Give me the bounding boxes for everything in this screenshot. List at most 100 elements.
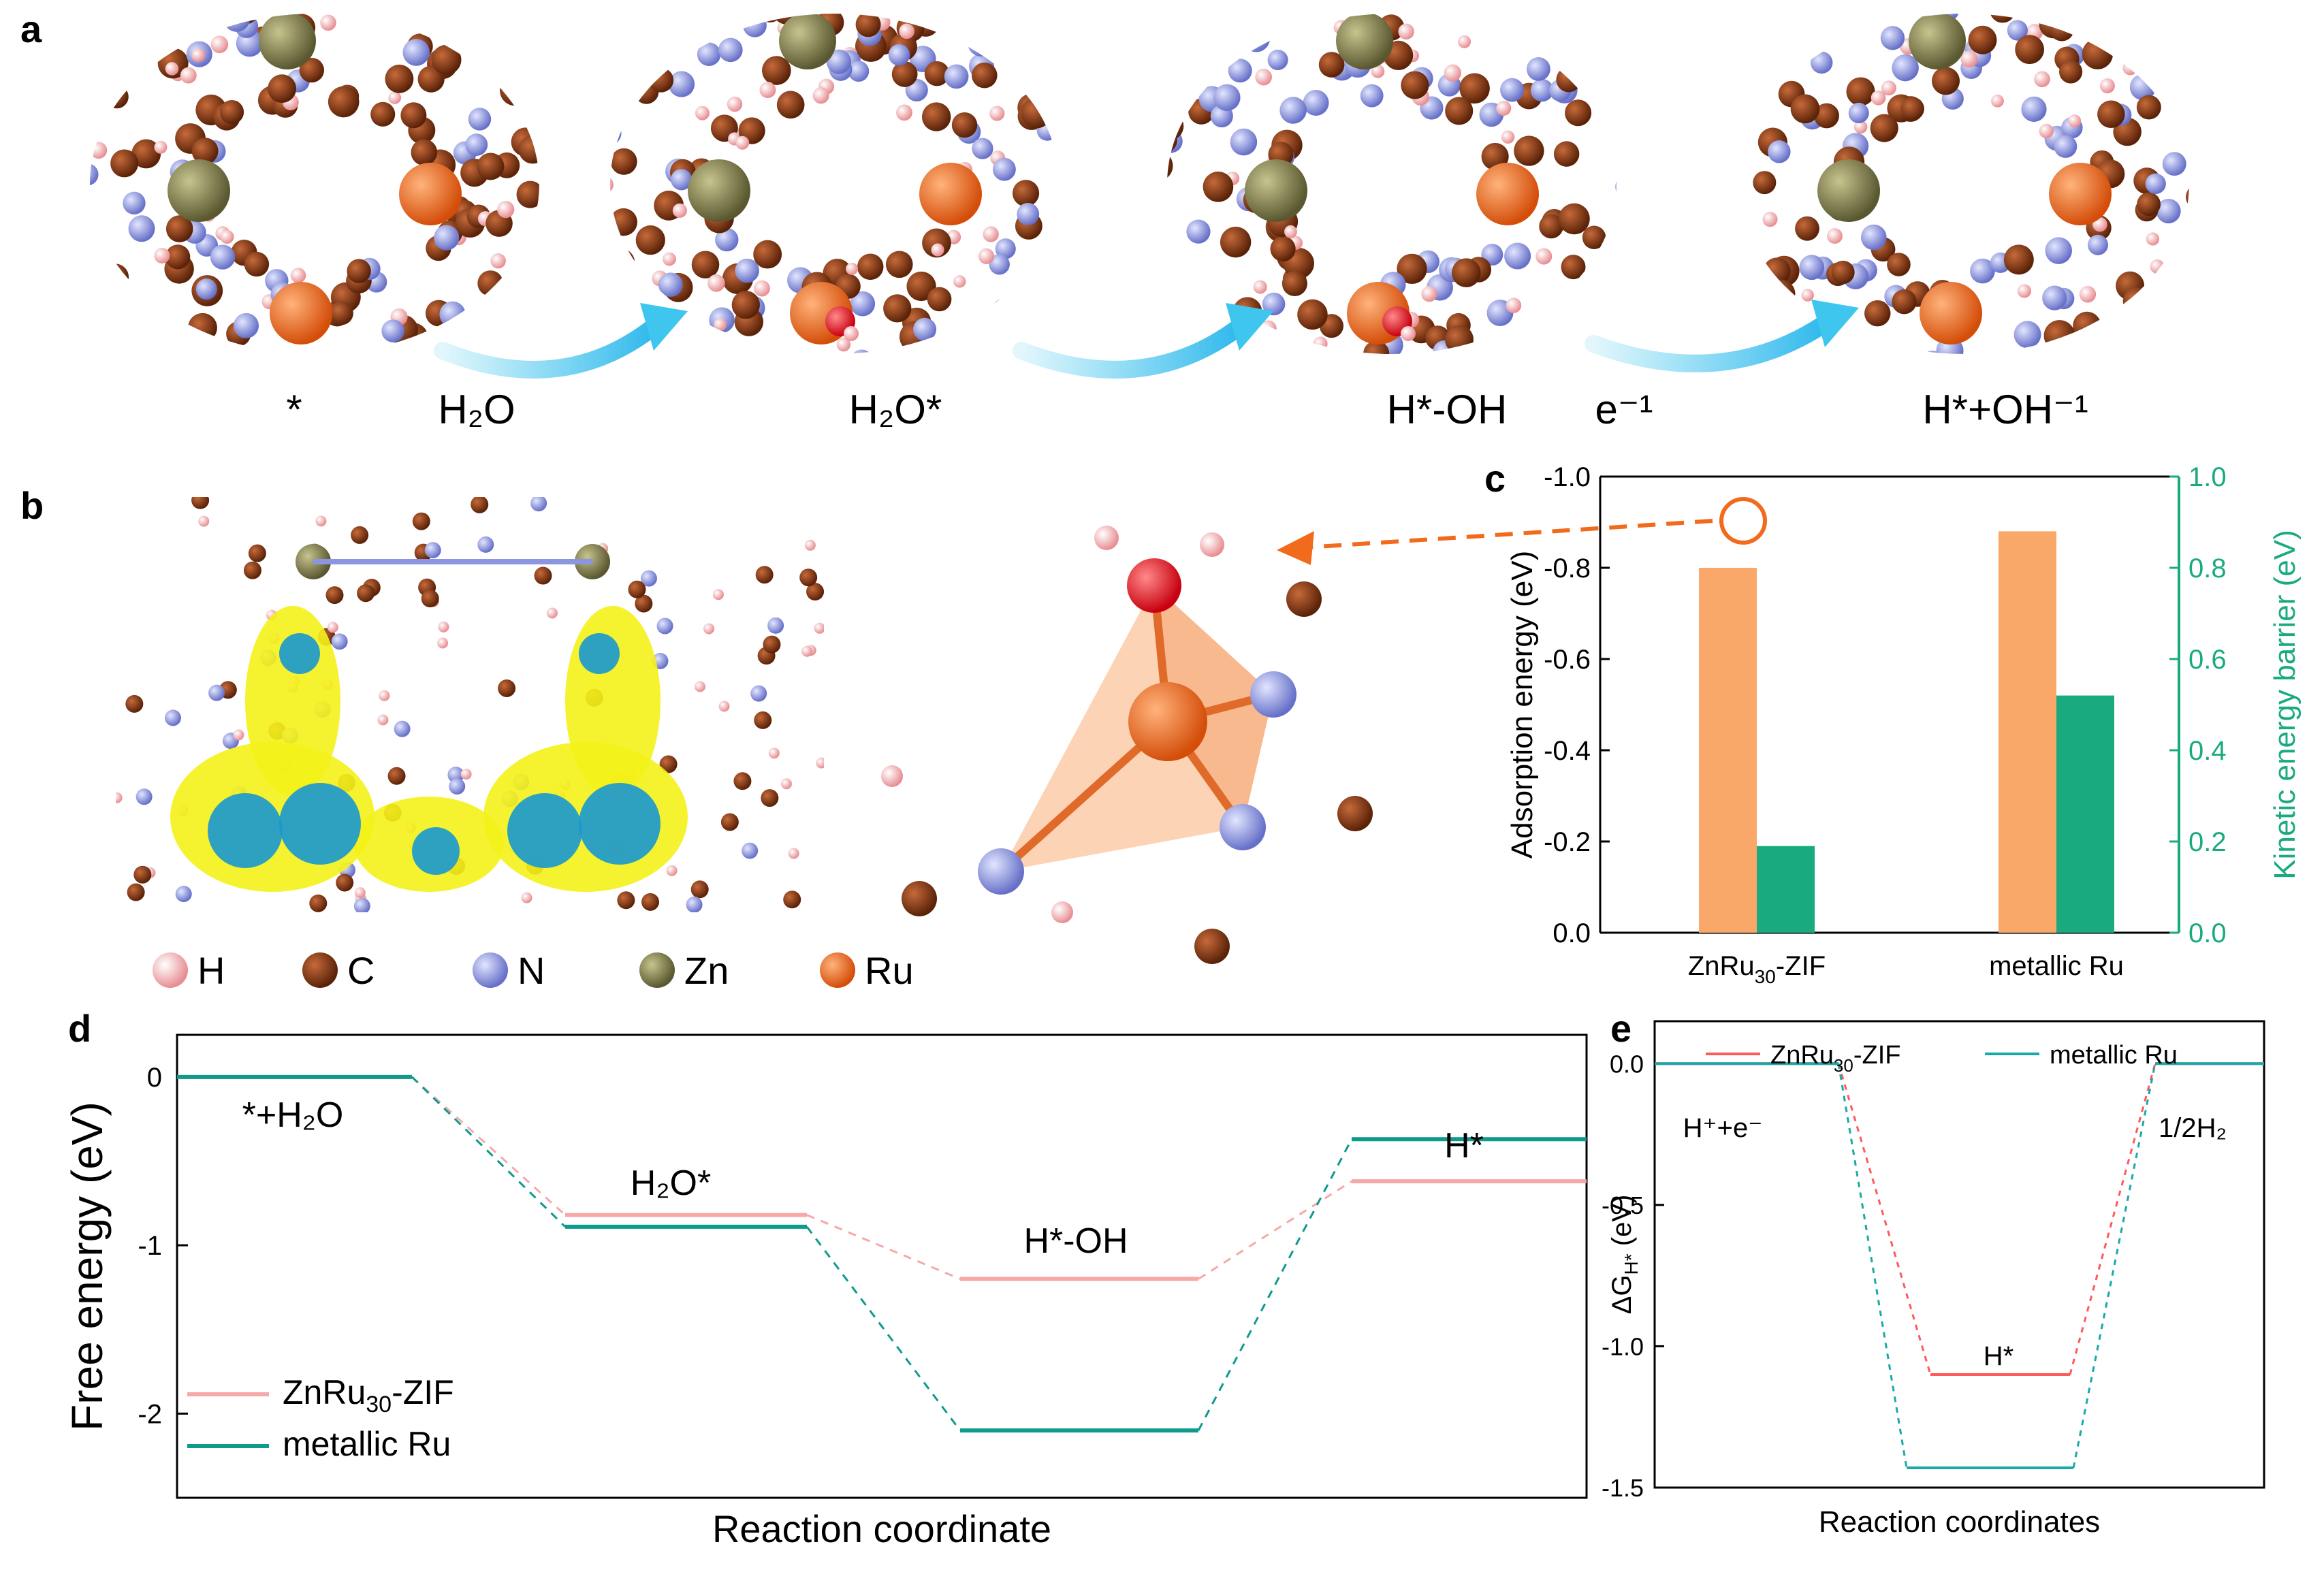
c-atom (921, 102, 951, 131)
c-atom (2050, 16, 2074, 42)
n-atom (1572, 63, 1593, 86)
n-atom (165, 709, 182, 726)
h-atom (1398, 23, 1414, 40)
zn-atom (1817, 159, 1880, 222)
c-atom (1270, 343, 1299, 354)
n-atom (1708, 203, 1733, 227)
n-atom (1638, 212, 1663, 237)
h-atom (804, 539, 816, 551)
arrow-label-water: H₂O (438, 387, 515, 432)
c-atom (1932, 67, 1960, 95)
c-atom (902, 881, 937, 916)
legend-n-label: N (518, 949, 545, 992)
c-atom (972, 62, 998, 89)
c-atom (857, 253, 884, 280)
h-atom (2195, 148, 2212, 165)
c-atom (1401, 71, 1429, 99)
panel-a-arrows (434, 300, 1859, 379)
h-atom (2210, 172, 2225, 187)
c-atom (2185, 184, 2189, 210)
reaction-arrow (1013, 318, 1248, 379)
y-tick-label: 0 (147, 1063, 162, 1093)
legend-ru-swatch (820, 952, 855, 988)
c-atom (924, 61, 950, 86)
n-atom (743, 14, 767, 37)
c-atom (1452, 258, 1481, 287)
right-tick-label: 0.4 (2188, 736, 2227, 766)
c-atom (2077, 14, 2103, 37)
h-atom (812, 87, 829, 104)
n-atom (90, 277, 110, 298)
h-atom (1638, 227, 1651, 240)
n-atom (2021, 96, 2047, 122)
h-atom (754, 280, 770, 297)
n-atom (2156, 198, 2181, 224)
n-atom (1062, 195, 1085, 218)
callout-dashed-arrow (1296, 519, 1713, 550)
h-atom (1371, 64, 1385, 78)
n-atom (671, 169, 693, 191)
c-atom (610, 148, 637, 175)
h-atom (759, 82, 776, 99)
h-atom (953, 275, 966, 288)
c-atom (191, 497, 210, 509)
h-atom (220, 229, 234, 244)
c-atom (755, 566, 774, 584)
transition-connector (1197, 1138, 1353, 1431)
o-atom (1127, 558, 1181, 613)
h-atom (2039, 123, 2054, 139)
left-tick-label: -0.4 (1544, 736, 1591, 766)
n-atom (1740, 84, 1748, 106)
c-atom (776, 91, 805, 119)
h-atom (1401, 326, 1416, 341)
transition-connector (2069, 1063, 2156, 1375)
h-atom (2099, 78, 2115, 94)
zif-structure-3 (1691, 14, 2225, 354)
c-atom (1167, 62, 1191, 90)
n-atom (767, 617, 784, 634)
h-atom (836, 337, 851, 352)
c-atom (2097, 100, 2125, 129)
h-atom (896, 104, 912, 121)
n-atom (62, 184, 85, 207)
c-atom (1072, 136, 1101, 165)
n-atom (995, 238, 1016, 259)
h-atom (1960, 50, 1978, 68)
c-atom (347, 259, 371, 283)
c-atom (1282, 270, 1307, 297)
c-atom (1561, 255, 1586, 280)
zn-atom (1909, 14, 1966, 69)
n-atom (1186, 219, 1211, 244)
y-tick-label: -1.0 (1602, 1332, 1644, 1360)
n-atom (1691, 189, 1716, 214)
c-atom (927, 287, 952, 312)
n-atom (1230, 128, 1258, 156)
bar-adsorption-energy (1699, 568, 1757, 933)
c-atom (1864, 300, 1891, 327)
n-atom (136, 788, 153, 805)
zn-atom (168, 159, 230, 222)
left-tick-label: -0.2 (1544, 827, 1591, 857)
n-atom (2045, 237, 2072, 264)
h-atom (234, 356, 249, 372)
n-atom (208, 684, 225, 701)
n-atom (434, 225, 460, 251)
c-atom (806, 583, 824, 601)
c-atom (165, 244, 191, 270)
h-atom (315, 515, 327, 527)
c-atom (1203, 172, 1234, 202)
c-atom (1858, 14, 1888, 20)
h-atom (899, 23, 914, 39)
n-atom (850, 349, 873, 354)
c-atom (1167, 127, 1177, 153)
c-atom (657, 20, 688, 50)
h-atom (694, 681, 705, 692)
c-atom (799, 568, 818, 587)
zn-atom (688, 159, 750, 222)
n-atom (331, 633, 348, 650)
c-atom (309, 894, 328, 912)
state-label: H* (1444, 1126, 1484, 1166)
h-atom (379, 690, 390, 701)
panel-a: a * H₂O H₂O* H*-OH e⁻¹ H*+OH⁻¹ (20, 7, 2225, 432)
h-atom (388, 91, 402, 104)
